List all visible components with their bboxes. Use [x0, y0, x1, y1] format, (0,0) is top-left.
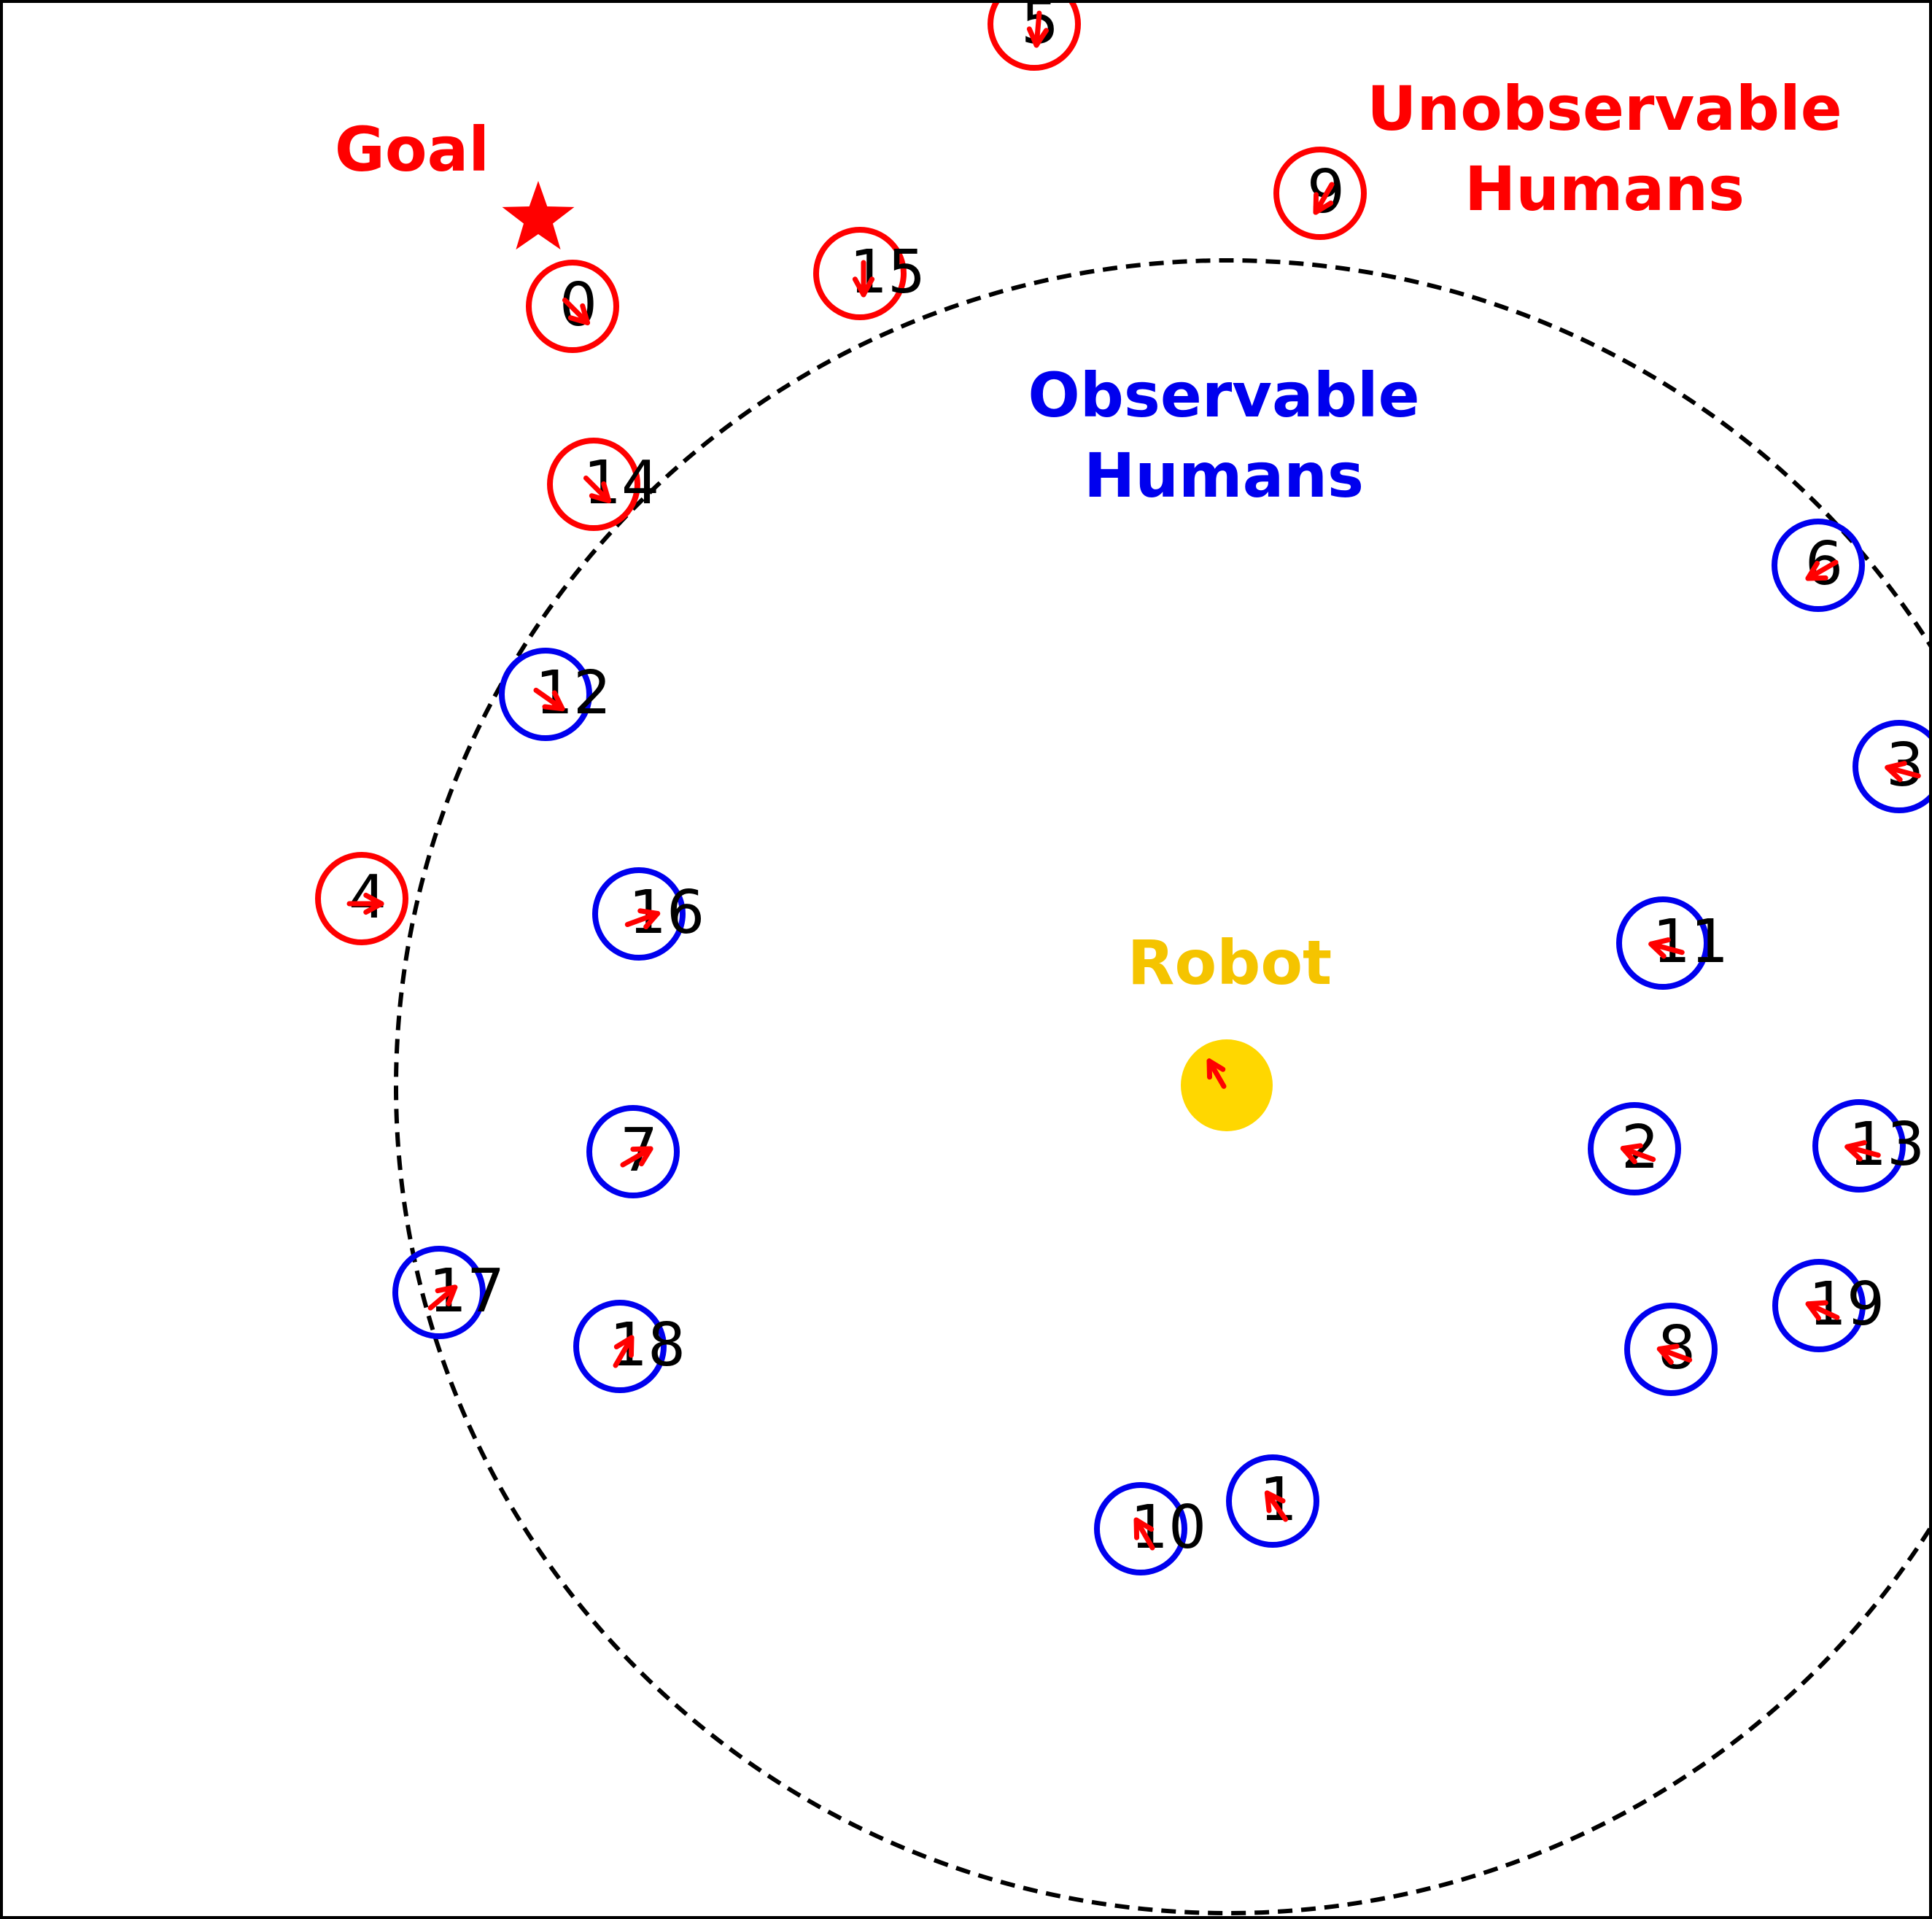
heading-arrow-icon	[613, 1335, 635, 1368]
robot-disc	[1181, 1039, 1273, 1131]
heading-arrow-icon	[1805, 559, 1839, 581]
heading-arrow-icon	[1656, 1344, 1693, 1365]
human-7: 7	[586, 1105, 680, 1198]
observable-label-line1: Observable	[1028, 360, 1419, 431]
human-id-label: 0	[559, 271, 597, 340]
human-circle	[1772, 519, 1865, 612]
human-3: 3	[1853, 720, 1931, 813]
human-8: 8	[1624, 1303, 1718, 1396]
human-18: 18	[573, 1300, 686, 1393]
heading-arrow-icon	[533, 687, 565, 712]
human-10: 10	[1094, 1482, 1206, 1575]
human-circle	[315, 852, 408, 945]
human-circle	[1812, 1099, 1906, 1193]
heading-arrow-icon	[427, 1284, 458, 1311]
human-circle	[526, 260, 619, 353]
goal-label: Goal	[335, 114, 489, 185]
human-1: 1	[1226, 1454, 1319, 1548]
robot	[1181, 1039, 1273, 1131]
human-circle	[1616, 896, 1710, 990]
heading-arrow-icon	[562, 297, 591, 326]
goal-star-icon	[502, 181, 575, 250]
heading-arrow-icon	[852, 260, 875, 298]
human-4: 4	[315, 852, 408, 945]
human-id-label: 12	[535, 659, 611, 728]
heading-arrow-icon	[1844, 1140, 1881, 1162]
human-9: 9	[1273, 147, 1367, 240]
human-circle	[573, 1300, 667, 1393]
human-circle	[1273, 147, 1367, 240]
heading-arrow-icon	[624, 908, 661, 930]
heading-arrow-icon	[620, 1146, 653, 1168]
human-circle	[547, 438, 640, 531]
human-0: 0	[526, 260, 619, 353]
scene-content: 0 1 2 3 4 5 6 7 8 9 10 11 12 13 14 15 16…	[315, 1, 1931, 1915]
observable-label-line2: Humans	[1084, 440, 1364, 511]
heading-arrow-icon	[1805, 1300, 1840, 1321]
human-circle	[586, 1105, 680, 1198]
heading-arrow-icon	[1133, 1517, 1155, 1551]
human-19: 19	[1772, 1259, 1885, 1352]
human-circle	[988, 1, 1081, 71]
human-circle	[1772, 1259, 1866, 1352]
human-6: 6	[1772, 519, 1865, 612]
human-circle	[1226, 1454, 1319, 1548]
human-circle	[1094, 1482, 1187, 1575]
observation-boundary	[394, 258, 1931, 1915]
human-16: 16	[592, 867, 705, 961]
humans-layer: 0 1 2 3 4 5 6 7 8 9 10 11 12 13 14 15 16…	[315, 1, 1931, 1575]
human-11: 11	[1616, 896, 1729, 990]
human-2: 2	[1588, 1102, 1681, 1195]
human-circle	[813, 227, 907, 320]
human-id-label: 14	[583, 449, 659, 518]
human-15: 15	[813, 227, 926, 320]
heading-arrow-icon	[346, 892, 384, 915]
human-12: 12	[499, 648, 611, 741]
human-circle	[1588, 1102, 1681, 1195]
heading-arrow-icon	[1313, 182, 1335, 215]
heading-arrow-icon	[1648, 937, 1685, 959]
heading-arrow-icon	[1620, 1143, 1656, 1165]
robot-label: Robot	[1128, 927, 1332, 999]
human-circle	[499, 648, 592, 741]
human-circle	[392, 1246, 486, 1339]
human-17: 17	[392, 1246, 505, 1339]
robot-heading-arrow-icon	[1206, 1058, 1227, 1089]
human-circle	[592, 867, 686, 961]
human-circle	[1853, 720, 1931, 813]
unobservable-label-line1: Unobservable	[1367, 73, 1842, 144]
human-14: 14	[547, 438, 659, 531]
heading-arrow-icon	[1264, 1490, 1289, 1522]
human-circle	[1624, 1303, 1718, 1396]
unobservable-label-line2: Humans	[1464, 153, 1745, 225]
human-id-label: 15	[850, 238, 926, 307]
heading-arrow-icon	[1885, 761, 1921, 783]
heading-arrow-icon	[583, 475, 612, 504]
human-13: 13	[1812, 1099, 1925, 1193]
human-5: 5	[988, 1, 1081, 71]
heading-arrow-icon	[1026, 10, 1049, 48]
